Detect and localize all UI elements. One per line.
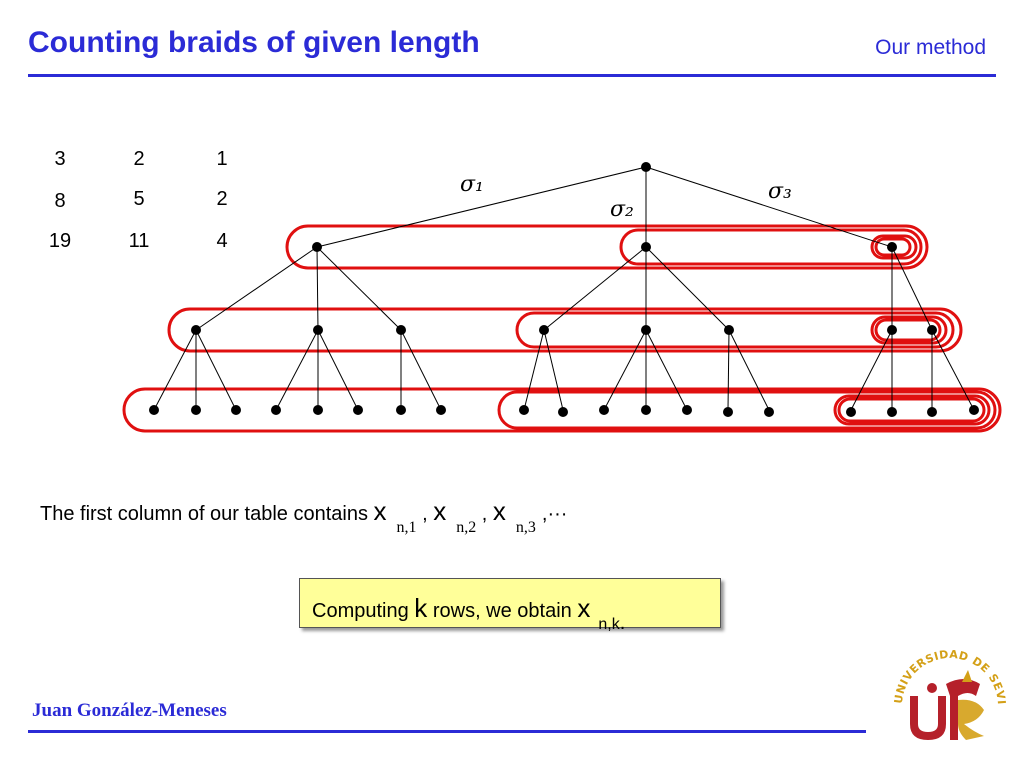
caption: The first column of our table contains x… — [40, 496, 568, 536]
highlight-ring — [833, 394, 991, 426]
table-cell: 2 — [133, 148, 145, 170]
highlight-ring — [874, 237, 912, 257]
table-cell: 5 — [133, 188, 145, 210]
logo-emblem-icon — [910, 670, 984, 740]
author-name: Juan González-Meneses — [32, 700, 227, 721]
note-box: Computing k rows, we obtain x n,k. — [299, 578, 721, 634]
tree-node — [641, 242, 651, 252]
table-cell: 11 — [128, 230, 150, 252]
table-cell: 1 — [216, 148, 228, 170]
tree-node — [191, 325, 201, 335]
caption-sep: , — [481, 503, 488, 525]
tree-node — [723, 407, 733, 417]
tree-node — [887, 242, 897, 252]
tree-node — [887, 325, 897, 335]
highlight-ring — [515, 311, 955, 349]
title-rule — [28, 74, 996, 77]
tree-node — [927, 325, 937, 335]
tree-node — [396, 325, 406, 335]
note-k: k — [414, 593, 428, 623]
tree-node — [353, 405, 363, 415]
note-end: . — [619, 612, 626, 634]
tree-node — [682, 405, 692, 415]
tree-edges — [153, 166, 975, 411]
tree-node — [969, 405, 979, 415]
table-cell: 2 — [216, 188, 228, 210]
highlight-ring — [619, 228, 923, 266]
tree-node — [149, 405, 159, 415]
tree-node — [191, 405, 201, 415]
section-label: Our method — [875, 36, 986, 59]
tree-node — [539, 325, 549, 335]
logo-text: UNIVERSIDAD DE SEVILLA — [888, 640, 1008, 705]
tree-node — [313, 405, 323, 415]
highlight-ring — [122, 387, 1002, 433]
note-var: x — [577, 593, 591, 623]
highlight-ring — [870, 234, 918, 260]
tree-node — [599, 405, 609, 415]
highlight-ring — [870, 315, 948, 345]
note-text: Computing k rows, we obtain x n,k. — [312, 593, 625, 634]
edge-label-sigma3: σ₃ — [768, 179, 792, 204]
note-prefix: Computing — [312, 600, 409, 622]
tree-node — [396, 405, 406, 415]
edge-label-sigma2: σ₂ — [610, 197, 634, 222]
highlight-rings — [122, 224, 1002, 433]
caption-var: x — [373, 496, 387, 526]
tree-node — [519, 405, 529, 415]
tree-node — [436, 405, 446, 415]
tree-node — [887, 407, 897, 417]
caption-sub-3: n,3 — [515, 519, 536, 536]
edge-label-sigma1: σ₁ — [460, 172, 484, 197]
caption-var: x — [433, 496, 447, 526]
note-sub: n,k — [598, 616, 620, 633]
highlight-ring — [167, 307, 963, 353]
caption-sub-2: n,2 — [456, 519, 477, 536]
braid-tree-diagram: σ₁ σ₂ σ₃ — [122, 162, 1002, 433]
caption-sep: , — [422, 503, 428, 525]
tree-node — [846, 407, 856, 417]
caption-sub-1: n,1 — [396, 519, 417, 536]
tree-node — [271, 405, 281, 415]
tree-node — [724, 325, 734, 335]
tree-node — [641, 405, 651, 415]
highlight-ring — [837, 397, 986, 423]
tree-node — [558, 407, 568, 417]
slide-title: Counting braids of given length — [28, 26, 480, 59]
tree-nodes — [149, 162, 979, 417]
university-seal-logo: UNIVERSIDAD DE SEVILLA — [888, 640, 1008, 740]
caption-text: The first column of our table contains — [40, 503, 368, 525]
highlight-ring — [874, 318, 942, 342]
table-cell: 19 — [48, 230, 72, 252]
table-cell: 8 — [54, 190, 66, 212]
highlight-ring — [285, 224, 929, 270]
note-middle: rows, we obtain — [432, 600, 572, 622]
tree-node — [641, 162, 651, 172]
tree-node — [231, 405, 241, 415]
edge-labels: σ₁ σ₂ σ₃ — [460, 172, 792, 222]
footer-rule — [28, 730, 866, 733]
tree-node — [641, 325, 651, 335]
tree-node — [312, 242, 322, 252]
caption-var: x — [492, 496, 506, 526]
highlight-ring — [497, 390, 997, 430]
table-cell: 3 — [54, 148, 66, 170]
tree-node — [764, 407, 774, 417]
tree-node — [313, 325, 323, 335]
caption-ellipsis: ,··· — [541, 503, 568, 525]
table-cell: 4 — [216, 230, 228, 252]
tree-node — [927, 407, 937, 417]
